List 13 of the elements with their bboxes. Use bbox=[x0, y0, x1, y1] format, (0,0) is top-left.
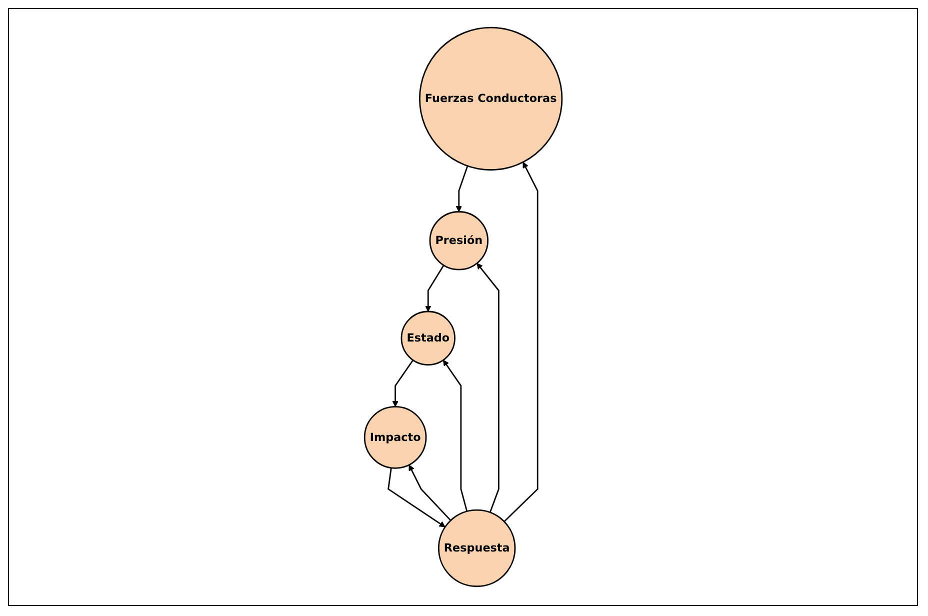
arrow bbox=[424, 264, 444, 312]
arrow bbox=[408, 464, 451, 521]
node-circle: Impacto bbox=[364, 406, 426, 469]
arrow bbox=[476, 263, 500, 513]
arrow bbox=[456, 166, 468, 212]
arrow bbox=[503, 162, 538, 522]
node-circle: Respuesta bbox=[438, 509, 516, 588]
node-circle: Estado bbox=[400, 310, 456, 366]
node-circle: Fuerzas Conductoras bbox=[418, 26, 562, 171]
arrow bbox=[442, 360, 468, 512]
arrow bbox=[387, 468, 446, 528]
arrow bbox=[392, 360, 414, 407]
node-circle: Presión bbox=[429, 211, 488, 270]
